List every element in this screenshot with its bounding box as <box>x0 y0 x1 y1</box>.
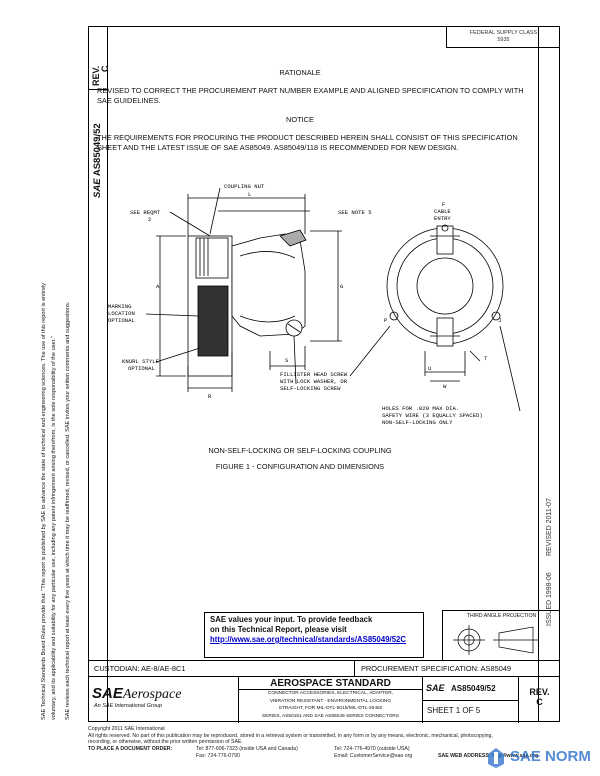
label-fil-1: FILLISTER HEAD SCREW <box>280 371 348 378</box>
custodian-text: CUSTODIAN: AE-8/AE-8C1 <box>94 664 186 673</box>
logo-sae: SAE <box>92 685 123 702</box>
federal-supply-box: FEDERAL SUPPLY CLASS 5935 <box>446 26 560 48</box>
label-see-note: SEE NOTE 5 <box>338 209 372 216</box>
caption-coupling: NON-SELF-LOCKING OR SELF-LOCKING COUPLIN… <box>208 446 392 455</box>
dim-T: T <box>484 355 488 362</box>
footer-order: TO PLACE A DOCUMENT ORDER: <box>88 745 173 752</box>
dim-P: P <box>384 317 388 324</box>
label-see-regmt: SEE REQMT <box>130 209 161 216</box>
title-cell: AEROSPACE STANDARD CONNECTOR ACCESSORIES… <box>238 677 422 723</box>
feedback-line2: on this Technical Report, please visit <box>210 625 347 634</box>
projection-label: THIRD ANGLE PROJECTION <box>466 613 537 619</box>
footer-email: Email: CustomerService@sae.org <box>334 752 413 759</box>
label-holes-1: HOLES FOR .020 MAX DIA. <box>382 405 459 412</box>
feedback-link[interactable]: http://www.sae.org/technical/standards/A… <box>210 635 406 644</box>
footer-fax: Fax: 724-776-0790 <box>196 752 240 759</box>
label-cable-2: CABLE <box>434 208 451 215</box>
watermark-text: SAE NORM <box>510 748 591 765</box>
dim-R: R <box>208 393 212 400</box>
tb-doc: AS85049/52 <box>451 684 496 693</box>
sae-norm-watermark: SAE NORM <box>478 742 600 776</box>
watermark-icon <box>488 748 504 768</box>
projection-symbol <box>453 625 539 655</box>
label-holes-3: NON-SELF-LOCKING ONLY <box>382 419 453 426</box>
rev-cell: REV. C <box>518 677 560 723</box>
footer-tel1: Tel: 877-606-7323 (inside USA and Canada… <box>196 745 298 752</box>
label-coupling-nut: COUPLING NUT <box>224 183 265 190</box>
label-fil-3: SELF-LOCKING SCREW <box>280 385 341 392</box>
desc-line4: SERIES, AS50151 AND SAE AS85049 SERIES C… <box>262 713 399 719</box>
dim-U: U <box>428 365 431 372</box>
footer-rights2: recording, or otherwise, without the pri… <box>88 739 243 745</box>
tb-sae-small: SAE <box>426 683 445 693</box>
label-marking-1: MARKING <box>108 303 132 310</box>
logo-aero: Aerospace <box>122 687 182 702</box>
desc-line2: VIBRATION RESISTANT - ENVIRONMENTAL LOCK… <box>269 698 392 704</box>
notice-text: THE REQUIREMENTS FOR PROCURING THE PRODU… <box>97 133 518 152</box>
left-column: REV. C SAE AS85049/52 <box>88 26 110 722</box>
rev-value: C <box>100 65 110 73</box>
caption-figure: FIGURE 1 - CONFIGURATION AND DIMENSIONS <box>215 462 385 471</box>
label-holes-2: SAFETY WIRE (3 EQUALLY SPACED) <box>382 412 483 419</box>
footer-copyright: Copyright 2011 SAE International <box>88 726 165 732</box>
notice-heading: NOTICE <box>286 115 314 124</box>
label-knurl-2: OPTIONAL <box>128 365 155 372</box>
doc-cell: SAE AS85049/52 SHEET 1 OF 5 <box>422 677 518 723</box>
tb-rev-label: REV. <box>529 687 550 697</box>
revised-date: REVISED 2011-07 <box>546 498 553 556</box>
dim-W: W <box>443 383 447 390</box>
sae-logo: SAEAerospace An SAE International Group <box>92 685 204 709</box>
title-block: SAEAerospace An SAE International Group … <box>88 676 560 723</box>
rationale-text: REVISED TO CORRECT THE PROCUREMENT PART … <box>97 86 524 105</box>
custodian-row: CUSTODIAN: AE-8/AE-8C1 PROCUREMENT SPECI… <box>88 660 560 677</box>
label-knurl-1: KNURL STYLE <box>122 358 160 365</box>
label-cable-1: F <box>442 201 445 208</box>
label-marking-2: LOCATION <box>108 310 135 317</box>
dim-G: G <box>340 283 344 290</box>
fed-line1: FEDERAL SUPPLY CLASS <box>469 30 538 36</box>
dim-L: L <box>248 191 251 198</box>
connector-drawing: COUPLING NUT SEE REQMT 2 SEE NOTE 5 MARK… <box>108 183 521 426</box>
dim-S: S <box>285 357 289 364</box>
desc-line3: STRAIGHT, FOR MIL-DTL-5015/MIL-DTL-26482 <box>278 706 383 711</box>
tb-rev-value: C <box>536 697 543 707</box>
knurl-area <box>197 285 229 357</box>
procurement-text: PROCUREMENT SPECIFICATION: AS85049 <box>361 664 512 673</box>
footer-tel2: Tel: 724-776-4970 (outside USA) <box>334 745 410 752</box>
feedback-box: SAE values your input. To provide feedba… <box>204 612 424 658</box>
label-cable-3: ENTRY <box>434 215 451 222</box>
side-note-3: SAE reviews each technical report at lea… <box>65 301 71 720</box>
desc-line1: CONNECTOR ACCESSORIES, ELECTRICAL, ADAPT… <box>267 691 394 696</box>
fed-line2: 5935 <box>497 37 510 43</box>
sheet-text: SHEET 1 OF 5 <box>427 706 481 715</box>
cable-entry <box>416 257 474 315</box>
rev-box: REV. C <box>88 26 110 90</box>
doc-number-row: SAE AS85049/52 <box>423 677 518 701</box>
label-fil-2: WITH LOCK WASHER, OR <box>280 378 348 385</box>
side-note-2: voluntary, and its applicability and sui… <box>51 336 57 720</box>
side-note-1: SAE Technical Standards Board Rules prov… <box>41 282 47 720</box>
rationale-heading: RATIONALE <box>279 68 321 77</box>
dim-A: A <box>156 283 160 290</box>
footer-rights: All rights reserved. No part of this pub… <box>88 732 493 739</box>
right-column: ISSUED 1998-06 REVISED 2011-07 <box>538 26 560 722</box>
adapter-body <box>231 233 306 337</box>
projection-box: THIRD ANGLE PROJECTION <box>442 610 560 660</box>
standard-title: AEROSPACE STANDARD <box>239 677 422 690</box>
label-marking-3: OPTIONAL <box>108 317 135 324</box>
procurement-cell: PROCUREMENT SPECIFICATION: AS85049 <box>354 661 560 677</box>
logo-sub: An SAE International Group <box>94 703 162 709</box>
page-frame <box>88 26 560 722</box>
dim-J: J <box>498 317 501 324</box>
feedback-line1: SAE values your input. To provide feedba… <box>210 615 373 624</box>
label-see-regmt-num: 2 <box>148 216 151 223</box>
